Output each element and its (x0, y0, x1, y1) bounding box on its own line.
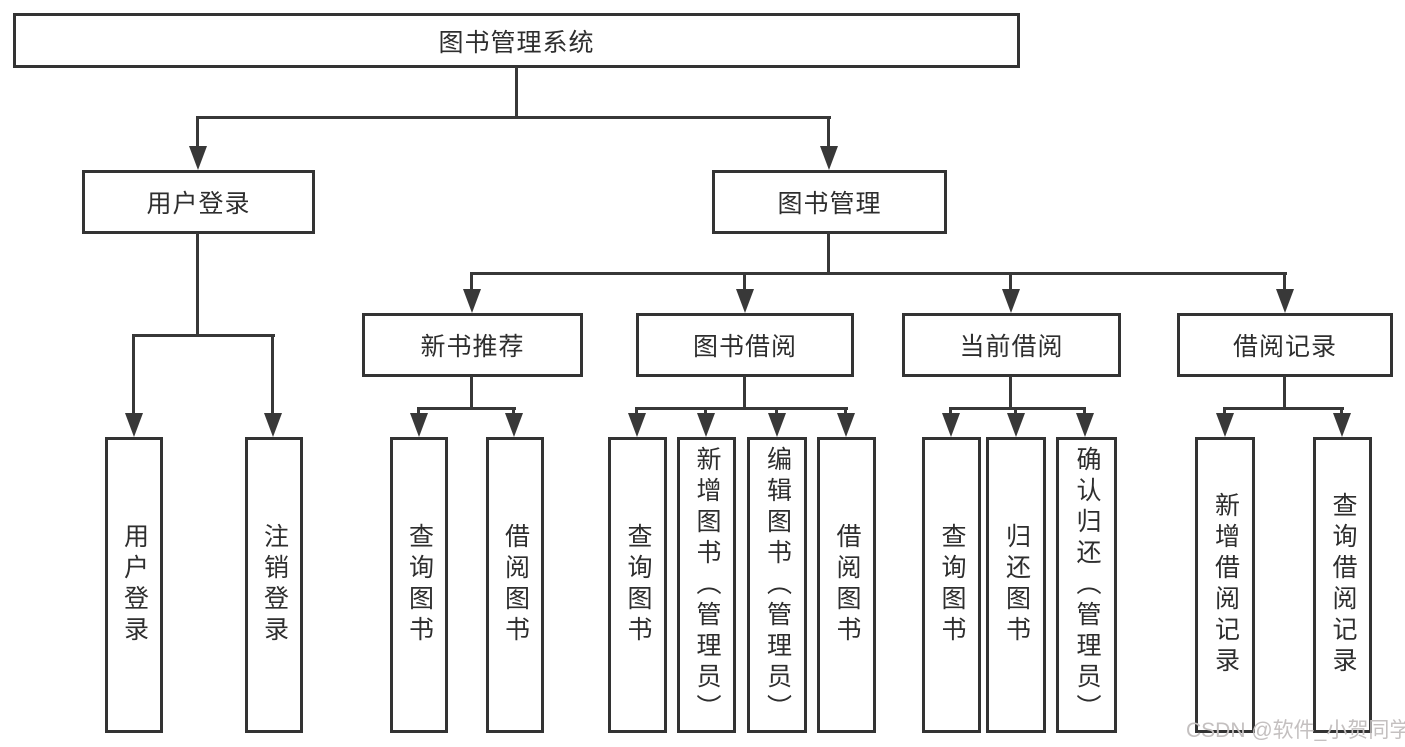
leaf-query-books-current: 查询图书 (922, 437, 981, 733)
connector-line (1223, 407, 1226, 416)
connector-line (775, 407, 778, 416)
leaf-return-books: 归还图书 (986, 437, 1046, 733)
connector-line (949, 407, 1086, 410)
leaf-add-books-admin: 新增图书（管理员） (677, 437, 736, 733)
connector-line (1283, 272, 1286, 292)
connector-line (515, 67, 518, 118)
leaf-query-books-recommend: 查询图书 (390, 437, 448, 733)
arrowhead-icon (942, 413, 960, 437)
arrowhead-icon (189, 146, 207, 170)
arrowhead-icon (505, 413, 523, 437)
arrowhead-icon (264, 413, 282, 437)
arrowhead-icon (1276, 289, 1294, 313)
leaf-add-borrow-record: 新增借阅记录 (1195, 437, 1255, 733)
arrowhead-icon (1333, 413, 1351, 437)
node-new-book-recommend: 新书推荐 (362, 313, 583, 377)
connector-line (743, 272, 746, 292)
connector-line (196, 116, 199, 148)
arrowhead-icon (410, 413, 428, 437)
arrowhead-icon (1216, 413, 1234, 437)
connector-line (196, 116, 831, 119)
connector-line (827, 116, 830, 148)
connector-line (470, 272, 473, 292)
connector-line (743, 376, 746, 409)
connector-line (512, 407, 515, 416)
connector-line (271, 334, 274, 416)
node-library-system: 图书管理系统 (13, 13, 1020, 68)
leaf-query-books-borrowing: 查询图书 (608, 437, 667, 733)
arrowhead-icon (768, 413, 786, 437)
connector-line (1009, 376, 1012, 409)
node-current-borrowing: 当前借阅 (902, 313, 1121, 377)
connector-line (827, 232, 830, 274)
connector-line (470, 376, 473, 409)
arrowhead-icon (125, 413, 143, 437)
node-book-management: 图书管理 (712, 170, 947, 234)
arrowhead-icon (837, 413, 855, 437)
arrowhead-icon (820, 146, 838, 170)
leaf-borrow-books-recommend: 借阅图书 (486, 437, 544, 733)
arrowhead-icon (1007, 413, 1025, 437)
connector-line (1083, 407, 1086, 416)
node-borrowing-records: 借阅记录 (1177, 313, 1393, 377)
leaf-user-login: 用户登录 (105, 437, 163, 733)
connector-line (635, 407, 848, 410)
leaf-query-borrow-record: 查询借阅记录 (1313, 437, 1372, 733)
connector-line (132, 334, 275, 337)
connector-line (1223, 407, 1344, 410)
connector-line (635, 407, 638, 416)
connector-line (1014, 407, 1017, 416)
connector-line (1009, 272, 1012, 292)
arrowhead-icon (463, 289, 481, 313)
connector-line (1340, 407, 1343, 416)
leaf-edit-books-admin: 编辑图书（管理员） (747, 437, 807, 733)
connector-line (417, 407, 420, 416)
arrowhead-icon (1002, 289, 1020, 313)
arrowhead-icon (628, 413, 646, 437)
connector-line (1283, 376, 1286, 409)
csdn-watermark: CSDN @软件_小贺同学 (1186, 719, 1405, 742)
leaf-confirm-return-admin: 确认归还（管理员） (1056, 437, 1117, 733)
connector-line (704, 407, 707, 416)
connector-line (470, 272, 1287, 275)
node-book-borrowing: 图书借阅 (636, 313, 854, 377)
arrowhead-icon (697, 413, 715, 437)
connector-line (132, 334, 135, 416)
connector-line (949, 407, 952, 416)
connector-line (844, 407, 847, 416)
arrowhead-icon (736, 289, 754, 313)
arrowhead-icon (1076, 413, 1094, 437)
connector-line (417, 407, 516, 410)
leaf-borrow-books-borrowing: 借阅图书 (817, 437, 876, 733)
leaf-logout-login: 注销登录 (245, 437, 303, 733)
node-user-login: 用户登录 (82, 170, 315, 234)
connector-line (196, 233, 199, 336)
